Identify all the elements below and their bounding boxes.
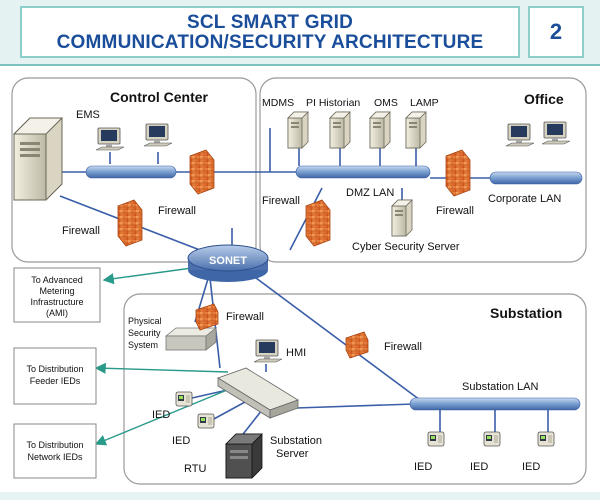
slide-number: 2	[528, 6, 584, 58]
svg-text:To Distribution: To Distribution	[26, 364, 83, 374]
firewall-icon	[117, 199, 143, 247]
firewall-dmz-right-label: Firewall	[436, 205, 474, 217]
svg-text:To Advanced: To Advanced	[31, 275, 83, 285]
firewall-icon	[189, 149, 215, 195]
ied-lan-2-label: IED	[470, 461, 488, 473]
dmz-lan-label: DMZ LAN	[346, 187, 394, 199]
ied-icon	[537, 431, 555, 447]
ami-box: To Advanced Metering Infrastructure (AMI…	[13, 267, 101, 323]
oms-server-icon	[369, 111, 391, 149]
lamp-label: LAMP	[410, 97, 439, 109]
ied-icon	[427, 431, 445, 447]
dmz-lan-tube	[295, 165, 431, 179]
substation-lan-tube	[409, 397, 581, 411]
lamp-server-icon	[405, 111, 427, 149]
firewall-icon	[445, 149, 471, 197]
firewall-icon	[305, 199, 331, 247]
feeder-ieds-box: To Distribution Feeder IEDs	[13, 347, 97, 405]
svg-text:Network IEDs: Network IEDs	[27, 452, 83, 462]
control-center-title: Control Center	[110, 89, 209, 105]
pi-historian-server-icon	[329, 111, 351, 149]
rtu-icon	[225, 433, 263, 479]
ied-lan-3-label: IED	[522, 461, 540, 473]
office-title: Office	[524, 91, 564, 107]
svg-text:Infrastructure: Infrastructure	[30, 297, 83, 307]
footer-bar	[0, 492, 600, 500]
svg-text:To Distribution: To Distribution	[26, 440, 83, 450]
rtu-label: RTU	[184, 463, 206, 475]
ied-icon	[175, 391, 193, 407]
firewall-icon	[195, 303, 219, 331]
ied-lan-1-label: IED	[414, 461, 432, 473]
substation-lan-label: Substation LAN	[462, 381, 538, 393]
cyber-security-server-icon	[391, 199, 413, 237]
external-arrows	[94, 267, 233, 446]
ems-server-icon	[12, 117, 64, 201]
ied-b-label: IED	[172, 435, 190, 447]
firewall-cc-a-label: Firewall	[62, 225, 100, 237]
substation-switch-icon	[217, 367, 299, 419]
physical-security-label-2: Security	[128, 328, 161, 338]
ied-icon	[483, 431, 501, 447]
control-center-lan	[85, 165, 177, 179]
firewall-phys-label: Firewall	[226, 311, 264, 323]
physical-security-system-icon	[164, 327, 218, 351]
slide-title-line-1: SCL SMART GRID	[186, 12, 354, 33]
substation-server-label-2: Server	[276, 448, 309, 460]
firewall-dmz-left-label: Firewall	[262, 195, 300, 207]
slide-title: SCL SMART GRID COMMUNICATION/SECURITY AR…	[20, 6, 520, 58]
oms-label: OMS	[374, 97, 398, 109]
hmi-label: HMI	[286, 347, 306, 359]
cyber-security-server-label: Cyber Security Server	[352, 241, 460, 253]
sonet-label: SONET	[209, 255, 247, 267]
pi-historian-label: PI Historian	[306, 97, 360, 109]
sonet-ring-icon	[187, 244, 269, 282]
ied-icon	[197, 413, 215, 429]
svg-text:Feeder IEDs: Feeder IEDs	[30, 376, 81, 386]
substation-server-label-1: Substation	[270, 435, 322, 447]
corporate-lan-label: Corporate LAN	[488, 193, 561, 205]
ied-a-label: IED	[152, 409, 170, 421]
firewall-cc-b-label: Firewall	[158, 205, 196, 217]
mdms-label: MDMS	[262, 97, 294, 109]
corporate-lan-tube	[489, 171, 583, 185]
physical-security-label-1: Physical	[128, 316, 162, 326]
ems-label: EMS	[76, 109, 100, 121]
slide-title-line-2: COMMUNICATION/SECURITY ARCHITECTURE	[56, 32, 484, 53]
svg-text:(AMI): (AMI)	[46, 308, 68, 318]
header-bar: SCL SMART GRID COMMUNICATION/SECURITY AR…	[0, 0, 600, 66]
network-ieds-box: To Distribution Network IEDs	[13, 423, 97, 479]
firewall-sub-label: Firewall	[384, 341, 422, 353]
svg-text:Metering: Metering	[39, 286, 74, 296]
firewall-icon	[345, 331, 369, 359]
substation-title: Substation	[490, 305, 562, 321]
physical-security-label-3: System	[128, 340, 158, 350]
mdms-server-icon	[287, 111, 309, 149]
